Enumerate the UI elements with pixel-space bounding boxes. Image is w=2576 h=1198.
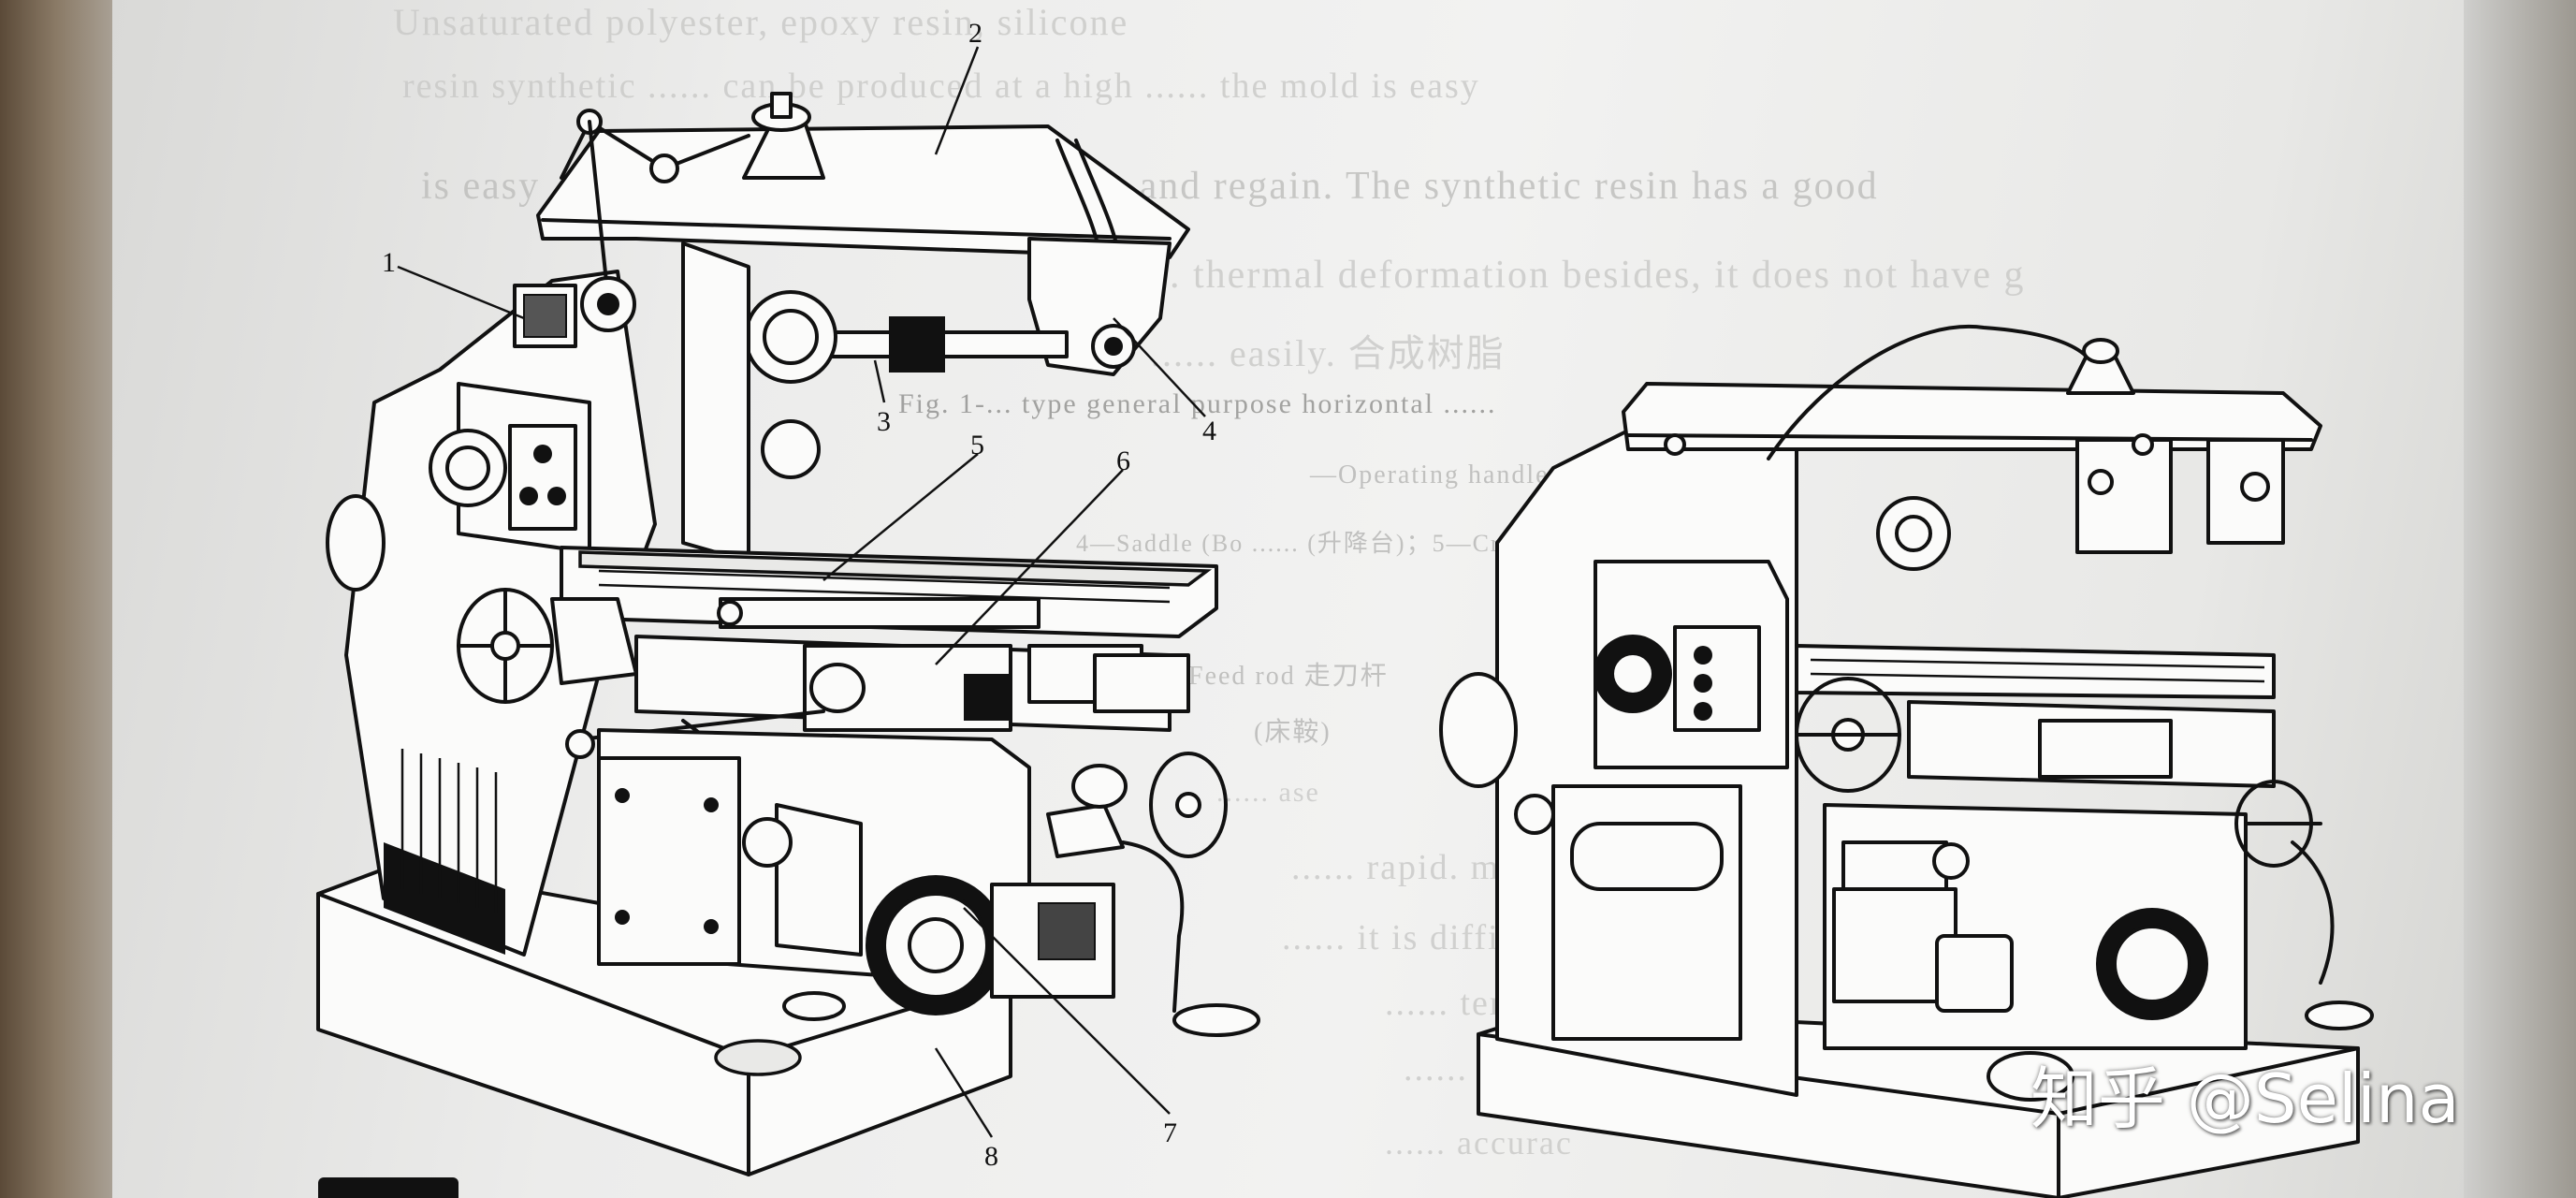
callout-6: 6 xyxy=(1116,446,1130,476)
left-milling-machine xyxy=(316,92,1260,1176)
bleed-line-4: ...... easily. 合成树脂 xyxy=(1151,332,1506,374)
bleed-line-9: (床鞍) xyxy=(1254,718,1332,747)
right-milling-machine xyxy=(1439,324,2374,1198)
callout-5: 5 xyxy=(970,430,984,460)
right-worktable xyxy=(1795,644,2276,699)
watermark-text: 知乎 @Selina xyxy=(2030,1059,2460,1138)
bleed-line-8: Feed rod 走刀杆 xyxy=(1188,662,1389,691)
callout-3: 3 xyxy=(877,406,891,437)
callout-leaders xyxy=(397,46,1206,1138)
bleed-line-10: ...... ase xyxy=(1216,777,1320,808)
callout-4: 4 xyxy=(1202,416,1216,446)
page-tab xyxy=(318,1177,458,1198)
callout-7: 7 xyxy=(1163,1118,1177,1148)
right-overarm xyxy=(1622,382,2322,451)
bleed-line-0: Unsaturated polyester, epoxy resin, sili… xyxy=(393,1,1129,43)
bleed-line-1: resin synthetic ...... can be produced a… xyxy=(402,66,1480,106)
milling-cutter xyxy=(889,316,945,373)
callout-1: 1 xyxy=(382,247,396,278)
page-edge xyxy=(2464,0,2576,1198)
callout-2: 2 xyxy=(968,18,982,49)
bleed-line-15: ...... accurac xyxy=(1385,1124,1573,1161)
bleed-line-3: ..... thermal deformation besides, it do… xyxy=(1123,254,2026,297)
bleed-line-5: Fig. 1-... type general purpose horizont… xyxy=(898,388,1497,419)
callout-8: 8 xyxy=(984,1141,998,1172)
